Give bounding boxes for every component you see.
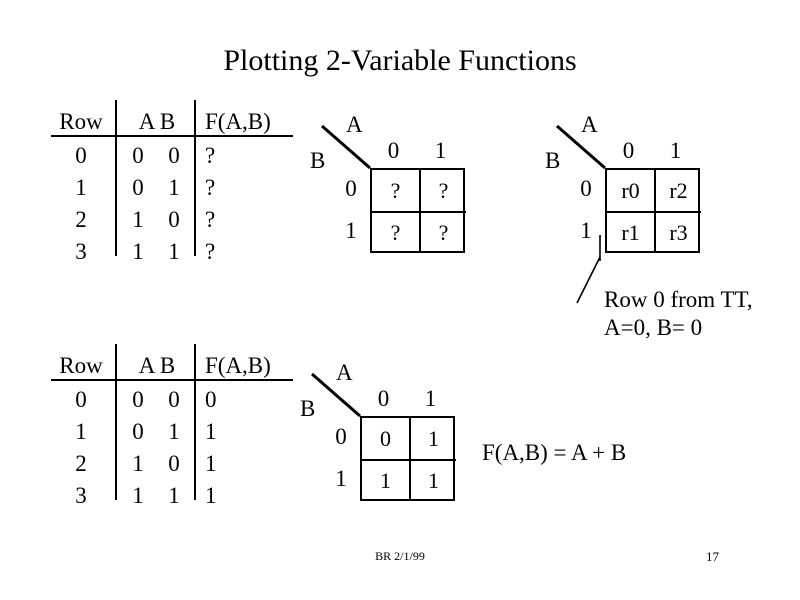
kmap-cell-a0b1: r1 [607, 211, 654, 252]
kmap-cell-a1b1: ? [419, 211, 466, 252]
kmap-row-variable-label: B [545, 148, 561, 173]
cell-row-index: 1 [75, 175, 87, 200]
kmap-col-header-0: 0 [622, 138, 635, 163]
kmap-grid: r0 r2 r1 r3 [605, 168, 701, 253]
table-row: 3 1 1 ? [48, 234, 290, 265]
cell-f: 0 [205, 387, 217, 412]
kmap-col-header-0: 0 [377, 386, 390, 411]
table-row: 2 1 0 1 [48, 446, 290, 477]
cell-b: 1 [168, 419, 180, 444]
kmap-col-variable-label: A [336, 360, 353, 385]
cell-a: 0 [132, 143, 144, 168]
kmap-grid: 0 1 1 1 [360, 416, 456, 501]
cell-f: 1 [205, 419, 217, 444]
kmap-row-header-0: 0 [345, 176, 357, 201]
table-row: 1 0 1 1 [48, 414, 290, 445]
truth-table-solved: Row A B F(A,B) 0 0 0 0 1 0 1 1 2 1 0 1 [48, 344, 293, 508]
kmap-cell-a1b0: ? [419, 170, 466, 211]
cell-f: ? [205, 239, 216, 264]
cell-b: 0 [168, 143, 180, 168]
header-output: F(A,B) [205, 353, 271, 378]
kmap-col-header-1: 1 [669, 138, 682, 163]
header-output: F(A,B) [205, 109, 271, 134]
callout-line-1: Row 0 from TT, [604, 287, 753, 312]
callout-text: Row 0 from TT, A=0, B= 0 [604, 286, 753, 342]
cell-row-index: 2 [75, 451, 87, 476]
header-row: Row [59, 353, 103, 378]
kmap-cell-a0b1: 1 [362, 459, 409, 500]
kmap-row-header-0: 0 [580, 176, 592, 201]
kmap-cell-a1b0: r2 [654, 170, 701, 211]
cell-row-index: 3 [75, 483, 87, 508]
cell-a: 1 [132, 239, 144, 264]
cell-f: ? [205, 143, 216, 168]
kmap-grid: ? ? ? ? [370, 168, 466, 253]
cell-b: 0 [168, 451, 180, 476]
kmap-cell-a0b0: ? [390, 177, 401, 203]
cell-a: 0 [132, 419, 144, 444]
table-row: 3 1 1 1 [48, 478, 290, 509]
callout-line-2: A=0, B= 0 [604, 315, 703, 340]
table-divider-left [115, 344, 117, 500]
table-divider-right [194, 344, 196, 500]
function-formula: F(A,B) = A + B [482, 440, 627, 465]
kmap-row-variable-label: B [310, 148, 326, 173]
cell-row-index: 3 [75, 239, 87, 264]
kmap-row-header-1: 1 [580, 218, 592, 243]
kmap-col-header-0: 0 [387, 138, 400, 163]
header-inputs: A B [138, 109, 176, 134]
header-inputs: A B [138, 353, 176, 378]
kmap-cell-a1b0: 1 [409, 418, 456, 459]
cell-b: 0 [168, 207, 180, 232]
page-number: 17 [706, 549, 719, 564]
kmap-col-header-1: 1 [424, 386, 437, 411]
cell-a: 1 [132, 483, 144, 508]
cell-b: 1 [168, 483, 180, 508]
cell-a: 0 [132, 175, 144, 200]
table-row: 2 1 0 ? [48, 202, 290, 233]
cell-row-index: 0 [75, 143, 87, 168]
kmap-row-header-0: 0 [335, 424, 347, 449]
cell-row-index: 0 [75, 387, 87, 412]
table-divider-right [194, 100, 196, 256]
table-header-row: Row A B F(A,B) [48, 104, 290, 135]
kmap-cell-a1b1: r3 [654, 211, 701, 252]
kmap-row-header-1: 1 [335, 466, 347, 491]
cell-row-index: 2 [75, 207, 87, 232]
kmap-cell-a1b1: 1 [409, 459, 456, 500]
footer-note: BR 2/1/99 [375, 549, 425, 563]
truth-table-unknown: Row A B F(A,B) 0 0 0 ? 1 0 1 ? 2 1 0 ? [48, 100, 293, 264]
kmap-cell-a0b0: r0 [621, 177, 640, 203]
cell-a: 1 [132, 207, 144, 232]
kmap-row-header-1: 1 [345, 218, 357, 243]
table-row: 0 0 0 0 [48, 382, 290, 413]
cell-f: ? [205, 207, 216, 232]
kmap-row-variable-label: B [300, 396, 316, 421]
cell-a: 1 [132, 451, 144, 476]
cell-f: 1 [205, 483, 217, 508]
kmap-cell-a0b0: 0 [380, 425, 391, 451]
table-header-rule [51, 379, 293, 381]
cell-b: 1 [168, 239, 180, 264]
cell-a: 0 [132, 387, 144, 412]
cell-b: 0 [168, 387, 180, 412]
table-header-rule [51, 135, 293, 137]
kmap-cell-a0b1: ? [372, 211, 419, 252]
cell-f: ? [205, 175, 216, 200]
cell-f: 1 [205, 451, 217, 476]
table-row: 0 0 0 ? [48, 138, 290, 169]
cell-b: 1 [168, 175, 180, 200]
page-title: Plotting 2-Variable Functions [223, 44, 577, 77]
cell-row-index: 1 [75, 419, 87, 444]
table-header-row: Row A B F(A,B) [48, 348, 290, 379]
kmap-col-header-1: 1 [434, 138, 447, 163]
table-divider-left [115, 100, 117, 256]
kmap-col-variable-label: A [581, 112, 598, 137]
table-row: 1 0 1 ? [48, 170, 290, 201]
header-row: Row [59, 109, 103, 134]
kmap-col-variable-label: A [346, 112, 363, 137]
